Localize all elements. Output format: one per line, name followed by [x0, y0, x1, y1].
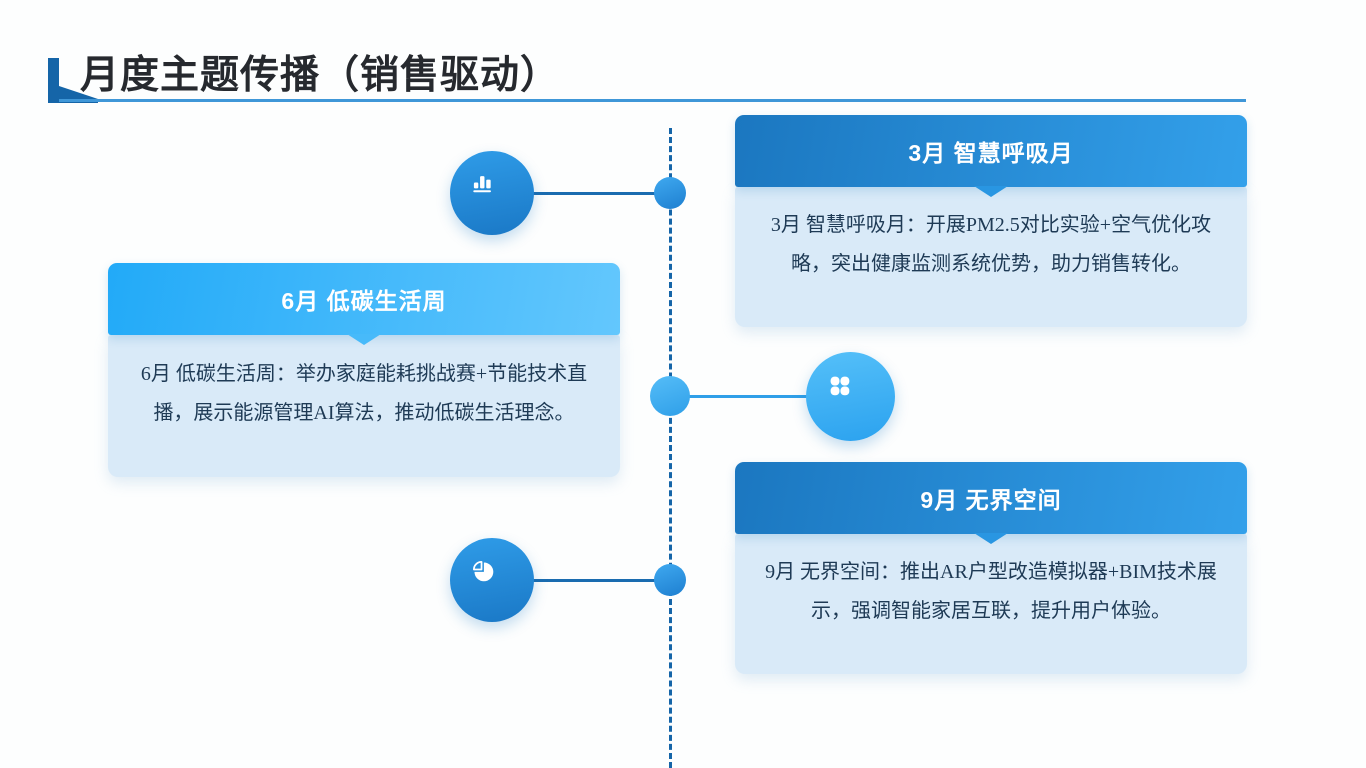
card-june-header: 6月 低碳生活周 [108, 263, 620, 345]
card-march-body: 3月 智慧呼吸月：开展PM2.5对比实验+空气优化攻略，突出健康监测系统优势，助… [735, 187, 1247, 327]
card-september: 9月 无界空间 9月 无界空间：推出AR户型改造模拟器+BIM技术展示，强调智能… [735, 462, 1247, 674]
card-september-body: 9月 无界空间：推出AR户型改造模拟器+BIM技术展示，强调智能家居互联，提升用… [735, 534, 1247, 674]
chevron-down-icon [974, 533, 1008, 544]
card-march-header: 3月 智慧呼吸月 [735, 115, 1247, 197]
timeline-node-september [654, 564, 686, 596]
card-june-body: 6月 低碳生活周：举办家庭能耗挑战赛+节能技术直播，展示能源管理AI算法，推动低… [108, 335, 620, 477]
clover-icon [825, 371, 877, 423]
chevron-down-icon [974, 186, 1008, 197]
card-march-description: 3月 智慧呼吸月：开展PM2.5对比实验+空气优化攻略，突出健康监测系统优势，助… [770, 214, 1212, 275]
card-june-title: 6月 低碳生活周 [281, 288, 447, 314]
march-icon-circle [450, 151, 534, 235]
timeline-node-march [654, 177, 686, 209]
card-march-title: 3月 智慧呼吸月 [908, 140, 1074, 166]
connector-line-september [533, 579, 655, 582]
card-september-header: 9月 无界空间 [735, 462, 1247, 544]
september-icon-circle [450, 538, 534, 622]
june-icon-circle [806, 352, 895, 441]
card-june-description: 6月 低碳生活周：举办家庭能耗挑战赛+节能技术直播，展示能源管理AI算法，推动低… [140, 363, 588, 424]
timeline-dashed-line [669, 128, 672, 768]
pie-chart-icon [468, 556, 517, 605]
timeline-node-june [650, 376, 690, 416]
card-september-title: 9月 无界空间 [920, 487, 1062, 513]
connector-line-march [533, 192, 655, 195]
card-march: 3月 智慧呼吸月 3月 智慧呼吸月：开展PM2.5对比实验+空气优化攻略，突出健… [735, 115, 1247, 327]
bar-chart-icon [468, 169, 517, 218]
connector-line-june [689, 395, 807, 398]
card-september-description: 9月 无界空间：推出AR户型改造模拟器+BIM技术展示，强调智能家居互联，提升用… [765, 561, 1217, 622]
chevron-down-icon [347, 334, 381, 345]
card-june: 6月 低碳生活周 6月 低碳生活周：举办家庭能耗挑战赛+节能技术直播，展示能源管… [108, 263, 620, 477]
page-title: 月度主题传播（销售驱动） [80, 54, 561, 97]
